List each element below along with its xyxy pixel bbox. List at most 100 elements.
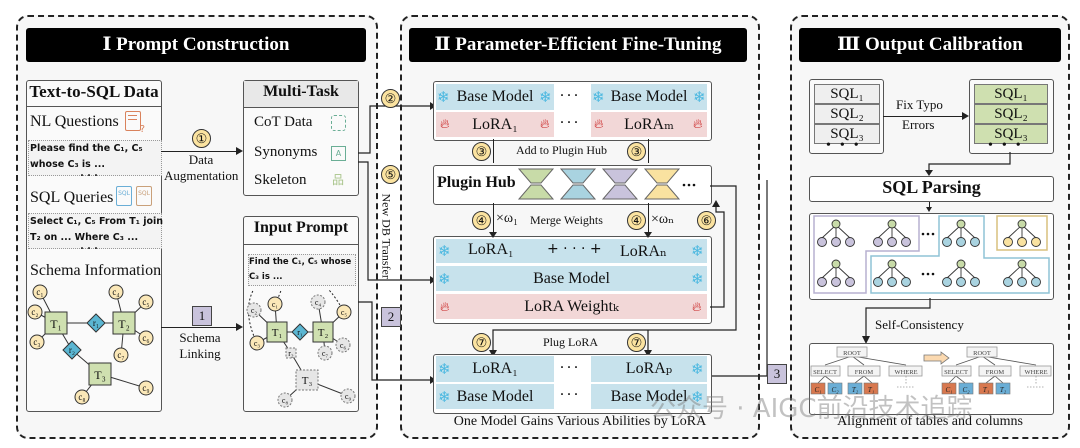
trainable-fire-icon: 🔥︎ <box>693 116 703 131</box>
base-model-label: Base Model <box>456 388 534 405</box>
trainable-fire-icon: 🔥︎ <box>440 299 450 314</box>
svg-text:c₄: c₄ <box>112 287 119 297</box>
svg-text:T₁: T₁ <box>50 317 62 331</box>
tree-leaf-node <box>845 277 855 287</box>
sql-fixed: SQL₃ <box>974 124 1048 144</box>
svg-text:c₂: c₂ <box>31 307 38 317</box>
trainable-fire-icon: 🔥︎ <box>692 299 702 314</box>
divider <box>243 244 359 245</box>
svg-text:T₂: T₂ <box>118 317 130 331</box>
sql-queries-label: SQL Queries <box>30 189 114 206</box>
arrow-add-to-hub-m <box>648 139 649 163</box>
new-db-transfer-label: New DB Transfer <box>379 193 394 279</box>
lora-m-label: LoRAₘ <box>624 116 674 133</box>
base-model-cell: Base Model <box>436 384 554 409</box>
schema-information-label: Schema Information <box>30 262 162 279</box>
weight-omega-n: ×ωₙ <box>651 212 675 227</box>
svg-text:c₃: c₃ <box>33 337 40 347</box>
svg-text:WHERE: WHERE <box>1024 369 1047 376</box>
data-augmentation-label-1: Data <box>188 152 214 167</box>
step-5-badge: ⑤ <box>381 165 400 184</box>
tree-leaf-node <box>956 237 966 247</box>
merged-lora-row <box>436 239 707 263</box>
to-parsing-arrow <box>925 152 1011 176</box>
multitask-item-cot: CoT Data <box>254 114 313 130</box>
tree-root-node <box>887 219 897 229</box>
plugin-hub-label: Plugin Hub <box>437 174 516 191</box>
parse-tree <box>942 259 980 287</box>
frozen-snowflake-icon: ❄ <box>691 272 704 288</box>
svg-text:c₁: c₁ <box>272 300 279 309</box>
ellipsis: · · · <box>80 241 99 255</box>
arrow-merge-1 <box>493 203 494 236</box>
trainable-fire-icon: 🔥︎ <box>540 116 550 131</box>
frozen-snowflake-icon: ❄ <box>539 90 552 106</box>
tree-leaf-node <box>1003 237 1013 247</box>
multi-task-header: Multi-Task <box>263 83 339 100</box>
lora-weight-label: LoRA Weightₖ <box>524 298 619 315</box>
tree-leaf-node <box>901 237 911 247</box>
svg-text:SELECT: SELECT <box>813 369 837 376</box>
multitask-item-synonyms: Synonyms <box>254 144 318 160</box>
arrow-head <box>236 147 243 155</box>
svg-text:c₆: c₆ <box>340 341 347 350</box>
tree-root-node <box>887 259 897 269</box>
plug-lora-label: Plug LoRA <box>543 335 599 349</box>
ellipsis: · · · <box>560 387 579 401</box>
svg-text:c₈: c₈ <box>282 396 289 405</box>
tree-root-node <box>1017 219 1027 229</box>
frozen-snowflake-icon: ❄ <box>438 272 451 288</box>
base-model-cell-1: Base Model <box>436 84 554 110</box>
tree-leaf-node <box>942 277 952 287</box>
watermark: 公众号 · AIGC前沿技术追踪 <box>650 394 973 424</box>
svg-text:c₉: c₉ <box>345 392 352 401</box>
connector-lines <box>358 102 436 384</box>
svg-text:T₁: T₁ <box>983 386 989 394</box>
arrow-data-augmentation <box>161 151 239 152</box>
trainable-fire-icon: 🔥︎ <box>594 116 604 131</box>
fix-typo-label-1: Fix Typo <box>896 97 943 112</box>
tree-leaf-node <box>873 277 883 287</box>
tree-root-node <box>956 259 966 269</box>
svg-text:WHERE: WHERE <box>894 369 917 376</box>
root-label: ROOT <box>843 350 861 357</box>
svg-text:T₃: T₃ <box>302 375 313 387</box>
base-model-label: Base Model <box>533 270 610 287</box>
document-question-icon: ? <box>125 111 145 135</box>
svg-text:c₇: c₇ <box>322 349 329 358</box>
fix-typo-label-2: Errors <box>902 117 935 132</box>
svg-text:T₂: T₂ <box>318 327 329 339</box>
step-4-badge: ④ <box>627 211 646 230</box>
frozen-snowflake-icon: ❄ <box>592 90 605 106</box>
schema-linking-label-2: Linking <box>179 346 221 361</box>
alignment-caption: Alignment of tables and columns <box>837 414 1023 429</box>
base-model-label: Base Model <box>456 88 534 105</box>
svg-text:r₁: r₁ <box>297 328 303 337</box>
lora-p-label: LoRAₚ <box>625 360 673 377</box>
tree-leaf-node <box>873 237 883 247</box>
frozen-snowflake-icon: ❄ <box>438 244 451 260</box>
frozen-snowflake-icon: ❄ <box>437 90 450 106</box>
arrow-head <box>236 323 243 331</box>
weight-omega-1: ×ω₁ <box>496 211 518 226</box>
svg-text:T₂: T₂ <box>852 386 859 394</box>
svg-text:T₂: T₂ <box>1000 386 1007 394</box>
hierarchy-icon: 品 <box>331 173 344 187</box>
svg-text:r₂: r₂ <box>69 345 75 355</box>
nl-example-line-2: whose C₃ is ... <box>30 159 105 170</box>
tree-leaf-node <box>942 237 952 247</box>
step-box-3: 3 <box>767 364 787 384</box>
svg-text:FROM: FROM <box>986 369 1005 376</box>
tree-leaf-node <box>831 237 841 247</box>
nl-example-line-1: Please find the C₁, C₅ <box>30 143 143 154</box>
svg-text:c₇: c₇ <box>117 350 124 360</box>
input-prompt-text-1: Find the C₁, C₅ whose <box>249 257 352 267</box>
sql-example-line-1: Select C₁, C₅ From T₁ join <box>30 216 164 227</box>
root-label: ROOT <box>973 350 991 357</box>
peft-caption: One Model Gains Various Abilities by LoR… <box>453 414 707 429</box>
sql-candidate: SQL₃ <box>814 124 880 144</box>
lora-m-cell: LoRAₘ <box>591 112 707 137</box>
lora-sum-label: + · · · + <box>547 241 602 257</box>
tree-leaf-node <box>1017 237 1027 247</box>
